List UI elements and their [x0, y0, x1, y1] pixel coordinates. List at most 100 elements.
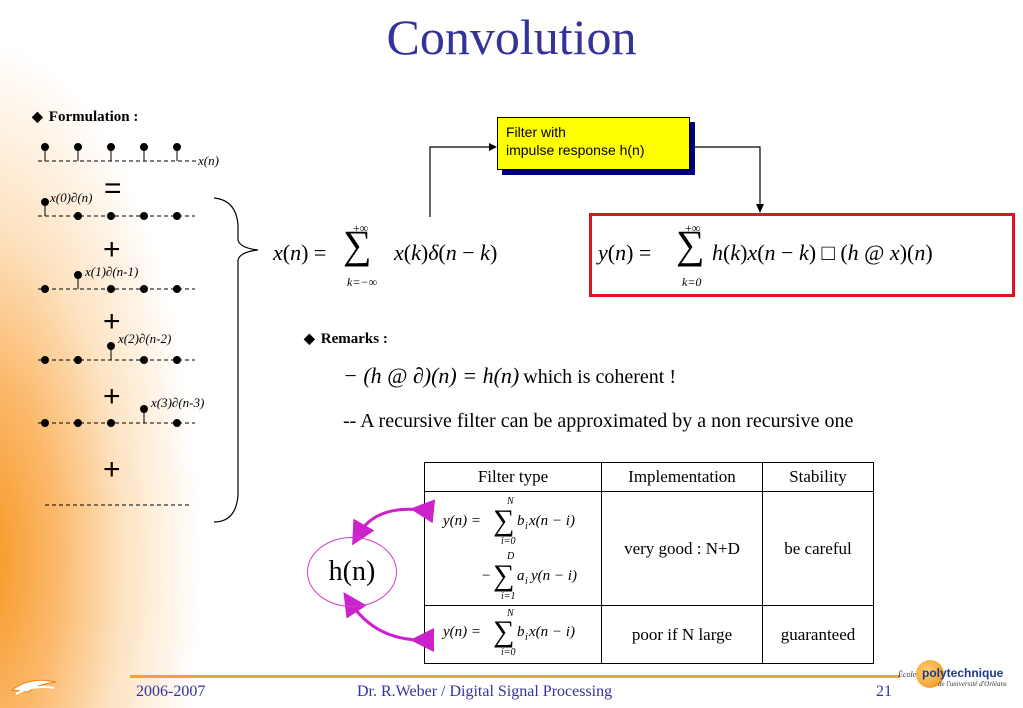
zero-dot — [140, 285, 148, 293]
plus-sign-1: + — [103, 233, 121, 266]
xn-label: x(n) — [198, 153, 219, 168]
polytechnique-logo: École polytechnique de l'université d'Or… — [898, 660, 1016, 692]
x2-label: x(2)∂(n-2) — [118, 331, 172, 346]
footer-divider — [130, 675, 900, 678]
svg-text:D: D — [506, 551, 515, 562]
output-equation-box — [589, 213, 1015, 297]
footer-date: 2006-2007 — [136, 683, 206, 700]
svg-text:i: i — [525, 521, 528, 532]
zero-dot — [74, 419, 82, 427]
svg-text:∑: ∑ — [493, 615, 514, 648]
nonrecursive-stability: guaranteed — [762, 605, 874, 664]
nonrecursive-implementation: poor if N large — [601, 605, 763, 664]
filter-box: Filter with impulse response h(n) — [497, 117, 690, 170]
svg-text:i: i — [525, 576, 528, 587]
zero-dot — [107, 212, 115, 220]
formulation-label: Formulation : — [48, 109, 139, 125]
filter-box-line2: impulse response h(n) — [506, 142, 645, 158]
bullet-icon: ◆ — [32, 110, 43, 125]
svg-text:i=1: i=1 — [501, 591, 516, 600]
svg-text:y(n) =: y(n) = — [441, 513, 481, 529]
logo-circle-icon — [916, 660, 944, 688]
remark-1-math: − (h @ ∂)(n) = h(n) — [343, 363, 520, 388]
zero-dot — [140, 356, 148, 364]
output-equation-lhs: y(n) = — [598, 240, 652, 265]
stem-dot — [173, 143, 181, 151]
svg-text:i=0: i=0 — [501, 536, 516, 547]
footer-page-number: 21 — [876, 683, 892, 700]
remark-2: -- A recursive filter can be approximate… — [343, 410, 854, 432]
recursive-stability: be careful — [762, 491, 874, 606]
equals-sign: = — [104, 172, 122, 205]
flow-arrows — [429, 143, 764, 217]
zero-dot — [140, 212, 148, 220]
header-implementation: Implementation — [601, 462, 763, 492]
svg-text:i: i — [525, 632, 528, 643]
svg-text:a: a — [517, 568, 525, 584]
sum-symbol-2: ∑ — [676, 222, 705, 267]
remarks-label: Remarks : — [320, 331, 388, 347]
svg-text:∑: ∑ — [493, 559, 514, 592]
footer-author: Dr. R.Weber / Digital Signal Processing — [357, 683, 613, 700]
curly-brace — [213, 197, 259, 523]
x0-label: x(0)∂(n) — [50, 190, 93, 205]
stem-dot — [140, 405, 148, 413]
stem-dot — [41, 198, 49, 206]
zero-dot — [107, 419, 115, 427]
svg-text:N: N — [506, 608, 515, 619]
decomposition-equation: x(n) = — [273, 240, 327, 265]
bullet-icon: ◆ — [304, 332, 315, 347]
stem-dot — [74, 143, 82, 151]
zero-dot — [41, 356, 49, 364]
svg-text:y(n) =: y(n) = — [441, 624, 481, 640]
svg-text:x(n − i): x(n − i) — [528, 513, 575, 529]
zero-dot — [74, 356, 82, 364]
zero-dot — [41, 419, 49, 427]
zero-dot — [173, 285, 181, 293]
header-stability: Stability — [762, 462, 874, 492]
x3-label: x(3)∂(n-3) — [151, 395, 205, 410]
plus-sign-2: + — [103, 305, 121, 338]
logo-prefix: École — [898, 670, 917, 679]
stem-dot — [41, 143, 49, 151]
university-logo-icon — [10, 679, 57, 695]
background-gradient — [0, 0, 260, 708]
hn-ellipse: h(n) — [307, 537, 397, 607]
stem-dot — [74, 271, 82, 279]
remarks-heading: ◆ Remarks : — [304, 331, 388, 348]
zero-dot — [173, 212, 181, 220]
sum-upper-2: +∞ — [685, 221, 701, 235]
svg-text:b: b — [517, 513, 525, 529]
slide-title: Convolution — [386, 9, 637, 65]
formulation-heading: ◆ Formulation : — [32, 109, 138, 126]
svg-text:∑: ∑ — [493, 504, 514, 537]
svg-text:N: N — [506, 496, 515, 507]
stem-dot — [107, 143, 115, 151]
filter-comparison-table: Filter type Implementation Stability y(n… — [424, 462, 874, 664]
table-header-row: Filter type Implementation Stability — [424, 462, 874, 492]
svg-text:b: b — [517, 624, 525, 640]
sum-lower-2: k=0 — [682, 275, 702, 289]
decomposition-rhs: x(k)δ(n − k) — [394, 240, 498, 265]
sum-lower: k=−∞ — [347, 275, 378, 289]
logo-text: polytechnique — [922, 666, 1004, 680]
signal-decomposition-diagram — [38, 143, 259, 523]
zero-dot — [74, 212, 82, 220]
svg-text:−: − — [481, 568, 491, 584]
x1-label: x(1)∂(n-1) — [85, 264, 139, 279]
sum-symbol: ∑ — [343, 222, 372, 267]
header-filter-type: Filter type — [424, 462, 602, 492]
output-equation-rhs: h(k)x(n − k) □ (h @ x)(n) — [712, 240, 933, 265]
logo-subtext: de l'université d'Orléans — [938, 680, 1007, 688]
filter-box-line1: Filter with — [506, 124, 566, 140]
zero-dot — [173, 356, 181, 364]
zero-dot — [41, 285, 49, 293]
svg-text:i=0: i=0 — [501, 647, 516, 658]
plus-sign-4: + — [103, 453, 121, 486]
magenta-arrows — [343, 499, 436, 653]
remark-1-text: which is coherent ! — [523, 366, 676, 388]
